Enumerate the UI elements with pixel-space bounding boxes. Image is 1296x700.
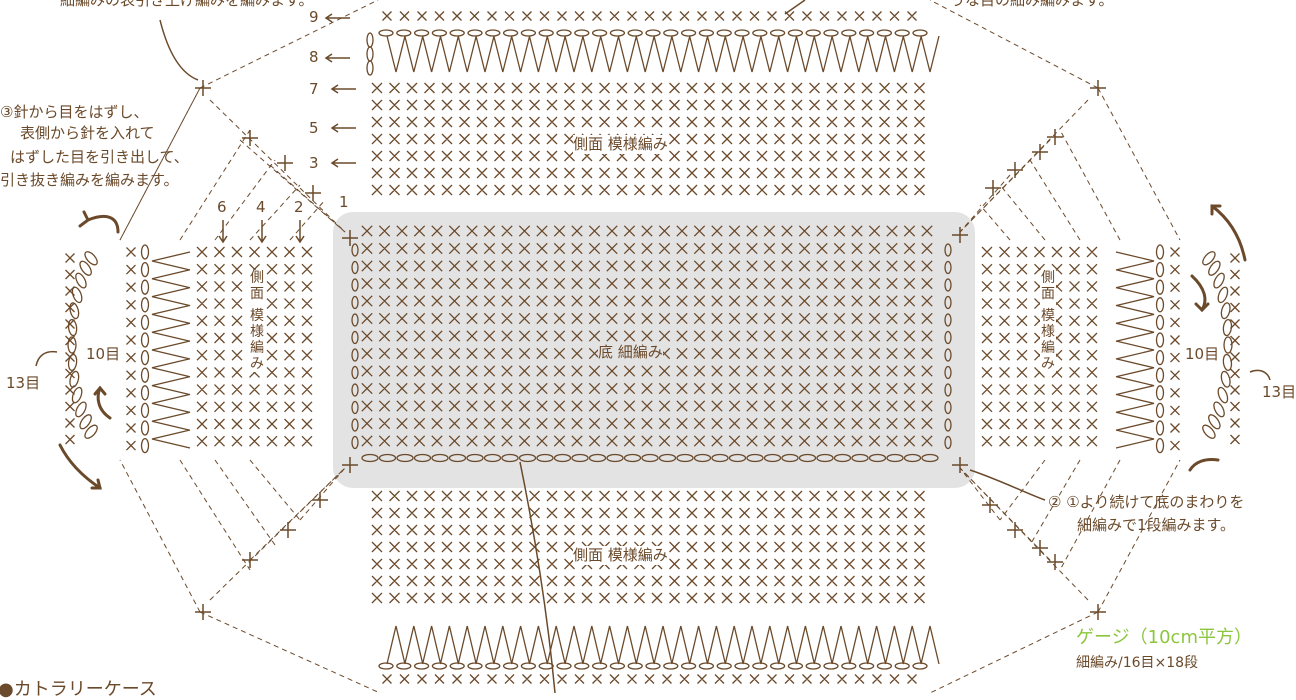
row-marker-9: 9 [309, 8, 319, 27]
row-marker-8: 8 [309, 48, 319, 67]
left-side-label: 側面模様編み [249, 270, 265, 372]
row-marker-1: 1 [339, 193, 349, 212]
note-left-line3: はずした目を引き出して、 [10, 148, 189, 167]
row-marker-3: 3 [309, 154, 319, 173]
note-left-line1: ③針から目をはずし、 [0, 103, 148, 122]
note-top-right: うな目の細み編みます。 [950, 0, 1114, 10]
top-side-label: 側面 模様編み [573, 135, 668, 154]
gauge-title: ゲージ（10cm平方） [1076, 628, 1252, 647]
note-top-left: 細編みの表引き上げ編みを編みます。 [60, 0, 314, 10]
footer-title: ●カトラリーケース [0, 680, 157, 699]
right-handle-inner-count: 10目 [1185, 345, 1219, 364]
gauge-value: 細編み/16目×18段 [1076, 654, 1198, 673]
right-handle-outer-count: 13目 [1262, 383, 1296, 402]
base-label: 底 細編み [598, 343, 663, 362]
left-row-6: 6 [217, 198, 227, 217]
note-bottom-right-line1: ② ①より続けて底のまわりを [1048, 493, 1244, 512]
bottom-side-label: 側面 模様編み [573, 546, 668, 565]
left-handle-inner-count: 10目 [86, 345, 120, 364]
row-marker-7: 7 [309, 80, 319, 99]
left-handle-outer-count: 13目 [6, 374, 40, 393]
note-left-line4: 引き抜き編みを編みます。 [0, 171, 179, 190]
left-row-4: 4 [256, 198, 266, 217]
note-left-line2: 表側から針を入れて [20, 124, 155, 143]
row-marker-5: 5 [309, 119, 319, 138]
note-bottom-right-line2: 細編みで1段編みます。 [1077, 516, 1235, 535]
right-side-label: 側面模様編み [1040, 270, 1056, 372]
left-row-2: 2 [294, 198, 304, 217]
